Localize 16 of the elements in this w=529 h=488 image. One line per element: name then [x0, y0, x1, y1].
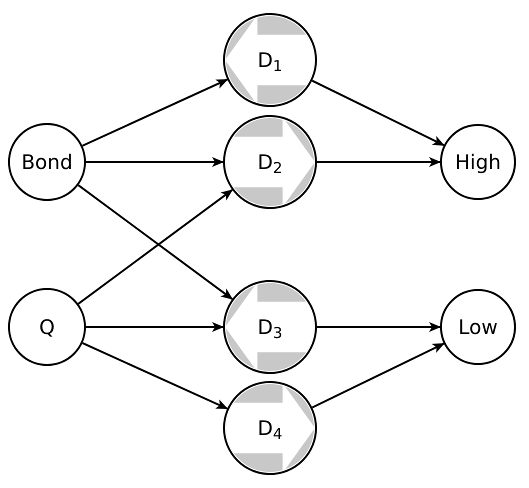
arrow: [82, 342, 228, 410]
arrow: [86, 157, 224, 167]
node-label: Q: [39, 317, 55, 337]
arrow: [317, 322, 441, 332]
arrow: [82, 78, 228, 147]
node-label: Bond: [21, 152, 73, 172]
arrow: [317, 157, 441, 167]
node-label: D$_{2}$: [258, 152, 282, 172]
node-label: D$_{4}$: [258, 418, 282, 438]
arrow: [312, 80, 445, 146]
node-label: Low: [458, 317, 498, 337]
node-label: D$_{1}$: [258, 50, 282, 70]
arrow: [86, 322, 224, 332]
arrow: [312, 342, 445, 408]
node-label: High: [455, 152, 501, 172]
node-label: D$_{3}$: [258, 317, 282, 337]
